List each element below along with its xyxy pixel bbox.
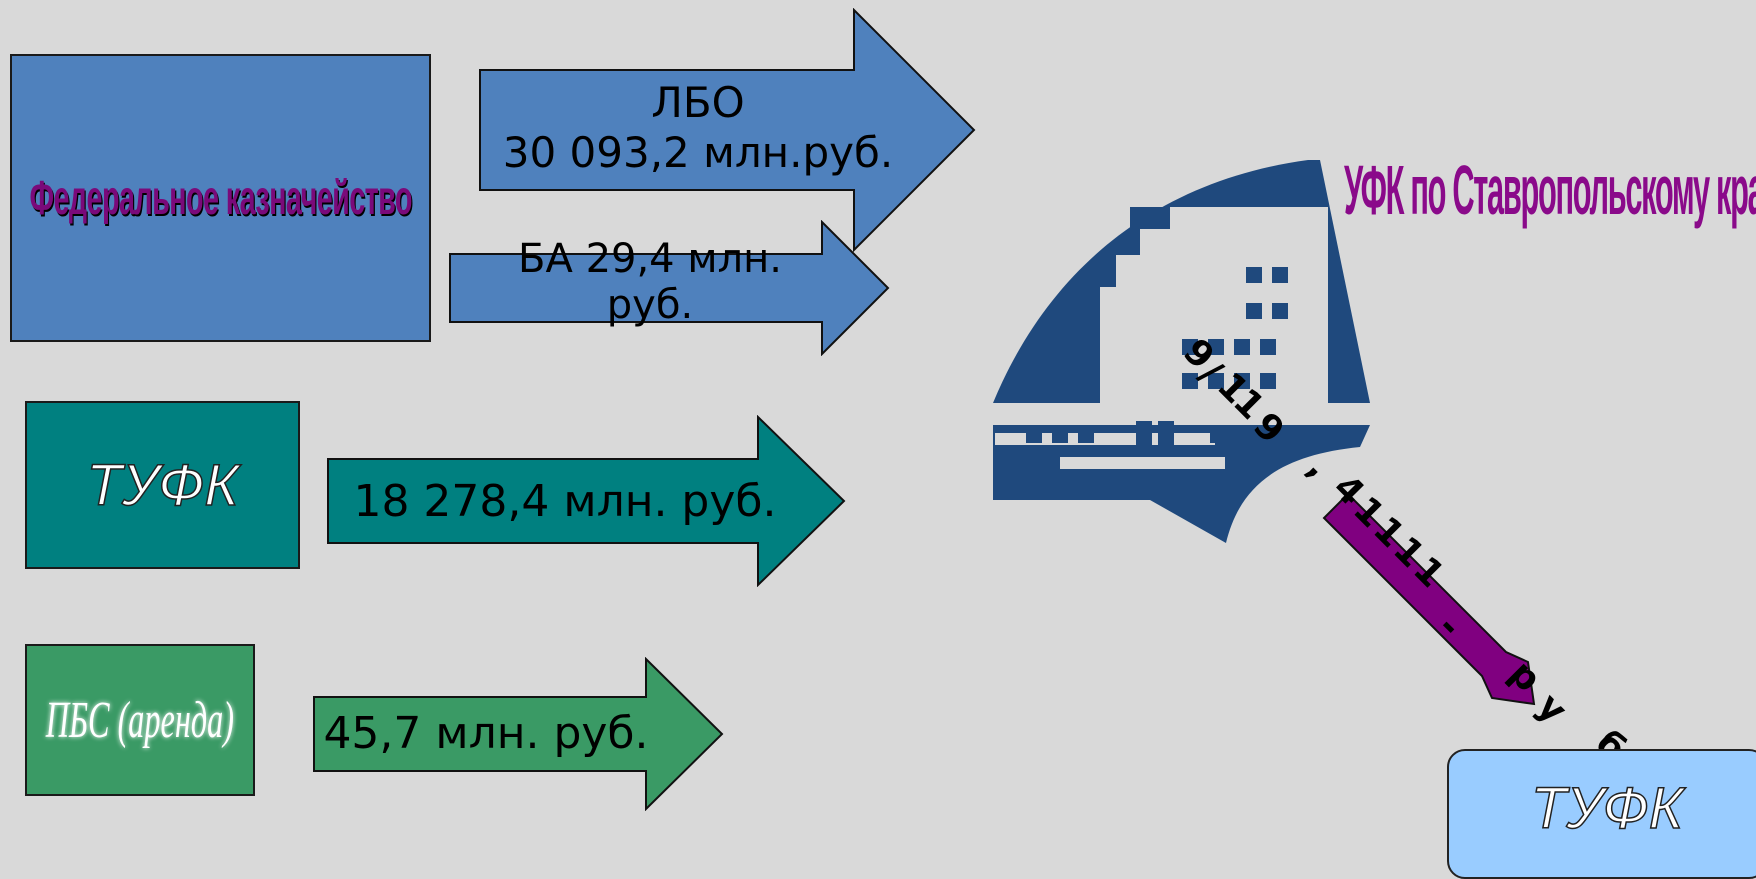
diagonal-arrow (1322, 492, 1536, 706)
pbs-arrow-text: 45,7 млн. руб. (323, 708, 649, 759)
tufk-bottom-box: ТУФК (1447, 749, 1756, 879)
ba-arrow-text: БА 29,4 млн. руб. (470, 236, 830, 328)
lbo-label: ЛБО (651, 78, 745, 127)
lbo-arrow-text: ЛБО 30 093,2 млн.руб. (478, 78, 918, 179)
lbo-arrow (479, 8, 976, 253)
tufk-arrow-text: 18 278,4 млн. руб. (353, 476, 777, 527)
pbs-label: ПБС (аренда) (45, 691, 235, 749)
ba-label: БА 29,4 млн. (518, 236, 782, 282)
pbs-box: ПБС (аренда) (25, 644, 255, 796)
treasury-building-logo-icon (990, 160, 1370, 543)
federal-treasury-box: Федеральное казначейство (10, 54, 431, 342)
lbo-amount: 30 093,2 млн.руб. (502, 128, 894, 178)
tufk-label: ТУФК (86, 452, 240, 519)
federal-treasury-label: Федеральное казначейство (29, 171, 412, 225)
pbs-arrow (313, 657, 724, 811)
tufk-bottom-label: ТУФК (1530, 775, 1684, 842)
ufk-title: УФК по Ставропольскому краю (1344, 151, 1756, 229)
ba-arrow (449, 220, 890, 356)
ba-unit: руб. (606, 282, 694, 328)
tufk-arrow (327, 415, 846, 587)
tufk-box: ТУФК (25, 401, 300, 569)
